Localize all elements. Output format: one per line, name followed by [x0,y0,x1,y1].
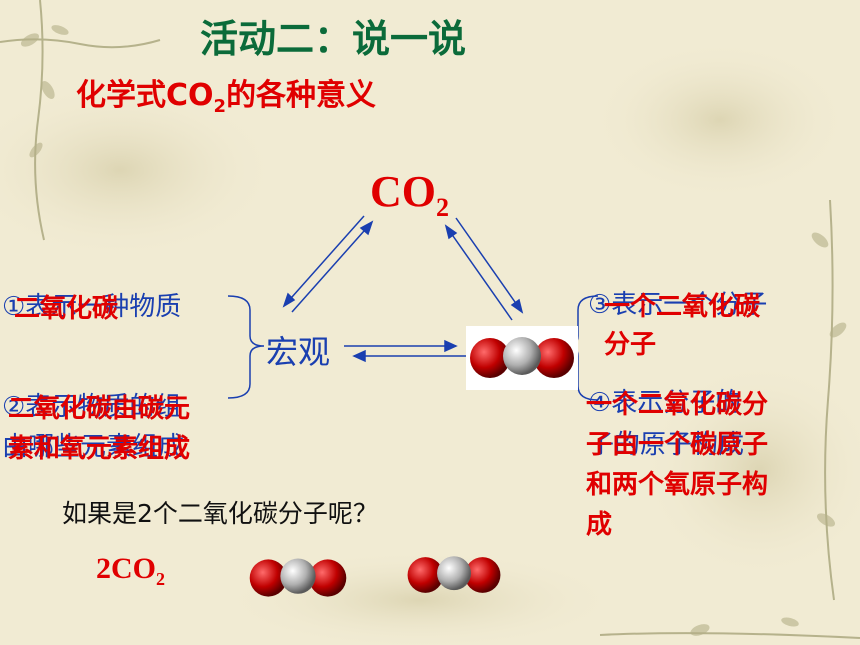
center-formula: CO2 [370,166,449,223]
left-item1-blue: ①表示一种物质 [2,292,182,322]
co2-molecule-model-2 [407,556,501,593]
left-item2-red-line1: 二氧化碳由碳元 [8,394,191,424]
right-item3-blue: ③表示一个分子 [588,290,768,320]
left-item2-blue-line2: 由哪些元素组成 [2,432,185,462]
two-co2-formula: 2CO2 [96,552,165,590]
right-item4-blue-line2: 子的原子构成 [588,430,745,460]
two-co2-subscript: 2 [156,569,165,589]
subtitle-suffix: 的各种意义 [226,78,377,113]
left-item2-red-line2: 素和氧元素组成 [8,434,191,464]
right-item4-red-line4: 成 [586,510,613,540]
right-item4-red-line1: 一个二氧化碳分 [586,390,769,420]
two-co2-text: 2CO [96,552,156,585]
left-item2-blue-line1: ②表示物质的组 [2,392,182,422]
co2-molecule-model-1 [249,558,347,597]
macro-label: 宏观 [266,333,331,371]
co2-molecule-model [466,326,578,390]
center-formula-subscript: 2 [436,192,449,222]
right-item4-red-line2: 子由一个碳原子 [586,430,769,460]
subtitle-prefix: 化学式CO [76,78,214,113]
right-item3-red-line1: 一个二氧化碳 [604,292,761,322]
right-item4-blue-line1: ④表示分子的 [588,388,742,418]
subtitle-subscript: 2 [213,96,227,117]
center-formula-text: CO [370,167,436,216]
page-title: 活动二：说一说 [200,17,467,61]
left-item1-red: 二氧化碳 [14,294,119,324]
right-item4-red-line3: 和两个氧原子构 [586,470,769,500]
question-text: 如果是2个二氧化碳分子呢？ [62,499,378,528]
right-item3-red-line2: 分子 [604,330,657,360]
subtitle: 化学式CO2的各种意义 [76,70,376,117]
